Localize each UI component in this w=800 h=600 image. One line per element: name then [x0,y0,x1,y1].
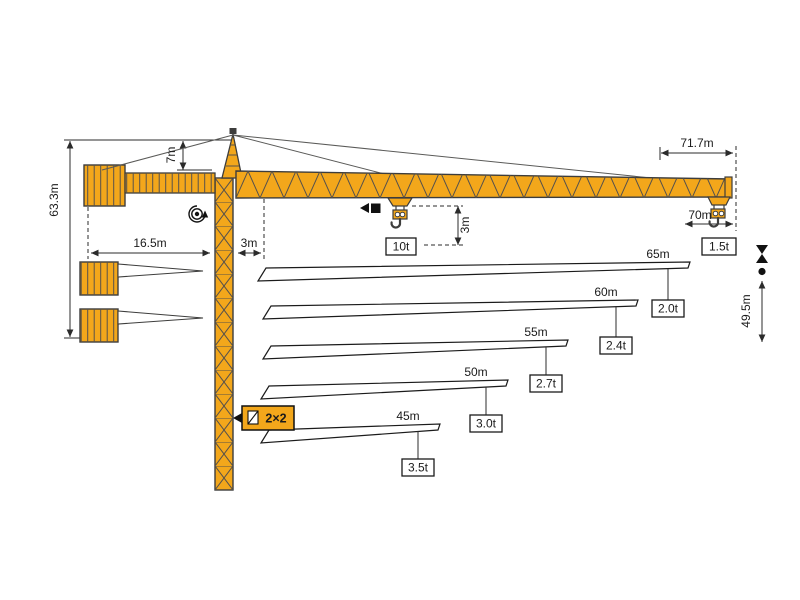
radius-label-50m: 50m [464,365,487,379]
load-bar-60m [261,299,639,320]
pendant-lines [101,134,701,184]
radius-label-65m: 65m [646,247,669,261]
reeving-badge [233,405,295,431]
trolley-travel-arrow [360,203,369,213]
radius-label-55m: 55m [524,325,547,339]
crane-structure [79,128,768,491]
capacity-badge-45m [401,458,435,477]
capacity-badge-55m [529,374,563,393]
tip-hoist-ropes [713,205,725,209]
hook-icon [390,217,402,229]
load-bar-65m [256,261,691,282]
tip-hook-sheave [718,210,725,217]
counterweight-slabs-stripes [84,165,125,206]
dim-hook-height-label: 49.5m [739,294,753,327]
dim-jib-span-label: 71.7m [680,136,713,150]
capacity-label-55m: 2.7t [536,377,557,391]
ballast-tie-lower [117,310,204,325]
load-chart [256,261,691,477]
radius-label-45m: 45m [396,409,419,423]
max-load-label: 10t [393,240,410,254]
ballast-block-lower-stripes [80,309,118,342]
radius-label-60m: 60m [594,285,617,299]
tip-load-label: 1.5t [709,240,730,254]
tip-hook-sheave [712,210,719,217]
capacity-badge-60m [599,336,633,355]
trolley-travel-square [371,203,381,213]
dim-rear-offset-label: 3m [241,236,258,250]
dim-counter-radius-label: 16.5m [133,236,166,250]
hook-sheave [399,211,406,218]
tower-head-cap [229,128,237,134]
capacity-label-65m: 2.0t [658,302,679,316]
ballast-block-upper-stripes [80,262,118,295]
hoist-icon [756,245,768,276]
capacity-label-45m: 3.5t [408,461,429,475]
tower-mast-lattice [215,178,233,490]
capacity-label-50m: 3.0t [476,417,497,431]
capacity-badge-65m [651,299,685,318]
diagram-labels: 63.3m 7m 16.5m 3m 3m 71.7m 70m 49.5m 10t… [47,136,753,475]
reeving-label: 2×2 [265,412,286,426]
main-jib-lattice [236,171,731,198]
hoist-icon-lower-triangle [756,254,768,263]
tower-head [221,133,243,179]
capacity-badge-50m [469,414,503,433]
slewing-arrowhead [201,210,209,218]
trolley [386,197,414,207]
ballast-tie-upper [117,263,204,278]
reeving-arrow-icon [233,413,242,423]
jib-tip-frame [724,176,733,199]
slewing-dot [194,211,200,217]
counter-jib-hatch [98,173,215,193]
reeving-pulley-rope [247,410,259,425]
hoist-icon-upper-triangle [756,245,768,254]
dim-tower-head-label: 7m [164,147,178,164]
tip-trolley [707,196,731,206]
slewing-arc [188,205,206,223]
dim-total-height-label: 63.3m [47,183,61,216]
load-bar-45m [259,423,441,444]
dim-hook-drop-label: 3m [458,217,472,234]
tower-head-rungs [226,144,239,167]
hoist-ropes [395,206,405,210]
tip-hook-icon [708,216,720,228]
capacity-label-60m: 2.4t [606,339,627,353]
load-bar-55m [261,339,569,360]
slewing-icon [188,205,209,223]
capacity-leader-lines [417,269,669,459]
hoist-icon-dot [758,267,766,276]
dim-max-radius-label: 70m [688,208,711,222]
max-load-badge [385,237,417,256]
trolley-travel-icon [360,203,381,213]
load-bar-50m [259,379,509,400]
hook-sheave [394,211,401,218]
tip-load-badge [701,237,737,256]
